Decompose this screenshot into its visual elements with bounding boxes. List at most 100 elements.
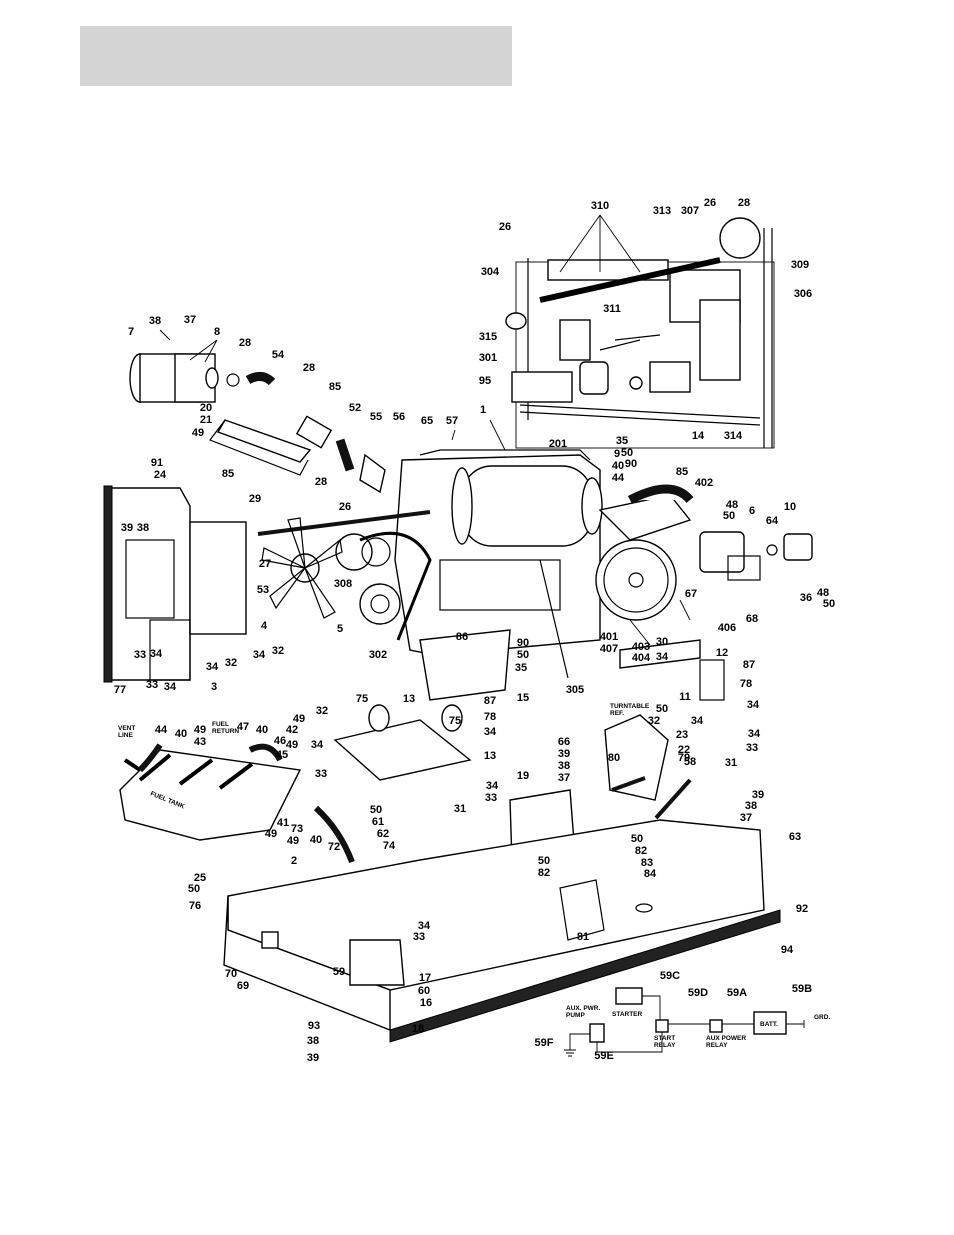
callout-38: 38	[149, 315, 161, 327]
callout-32: 32	[648, 715, 660, 727]
callout-49: 49	[287, 835, 299, 847]
callout-33: 33	[134, 649, 146, 661]
callout-49: 49	[293, 713, 305, 725]
callout-37: 37	[184, 314, 196, 326]
callout-1: 1	[480, 404, 486, 416]
hydraulic-pump	[699, 531, 745, 573]
callout-34: 34	[484, 726, 497, 738]
callout-47: 47	[237, 721, 249, 733]
starter-box	[615, 987, 643, 1005]
mount-brackets-13	[333, 704, 472, 781]
aux-relay-box	[709, 1019, 723, 1033]
fuel-tank-assembly	[119, 743, 355, 864]
callout-80: 80	[608, 752, 620, 764]
callout-87: 87	[484, 695, 496, 707]
callout-34: 34	[418, 920, 431, 932]
callout-311: 311	[603, 303, 621, 315]
callout-21: 21	[200, 414, 212, 426]
callout-41: 41	[277, 817, 289, 829]
callout-50: 50	[517, 649, 529, 661]
callout-60: 60	[418, 985, 430, 997]
header-bar	[80, 26, 512, 86]
callout-33: 33	[146, 679, 158, 691]
wiring-schematic	[564, 987, 805, 1057]
callout-34: 34	[253, 649, 266, 661]
callout-22: 22	[678, 744, 690, 756]
callout-50: 50	[370, 804, 382, 816]
callout-401: 401	[600, 631, 618, 643]
skid-rail-94	[389, 909, 781, 1043]
callout-48: 48	[817, 587, 829, 599]
base-frame	[223, 819, 781, 1043]
callout-314: 314	[724, 430, 743, 442]
callout-34: 34	[656, 651, 669, 663]
start-relay-box	[655, 1019, 669, 1033]
callout-15: 15	[517, 692, 529, 704]
muffler	[461, 465, 593, 547]
callout-39: 39	[307, 1052, 319, 1064]
callout-24: 24	[154, 469, 167, 481]
callout-33: 33	[315, 768, 327, 780]
leader-lines	[159, 214, 691, 646]
callout-18: 18	[412, 1023, 424, 1035]
callout-8: 8	[214, 326, 220, 338]
callout-57: 57	[446, 415, 458, 427]
callout-313: 313	[653, 205, 671, 217]
callout-44: 44	[612, 472, 625, 484]
callout-12: 12	[716, 647, 728, 659]
callout-37: 37	[740, 812, 752, 824]
engine-block	[257, 449, 603, 701]
callout-73: 73	[291, 823, 303, 835]
callout-95: 95	[479, 375, 491, 387]
callout-27: 27	[259, 558, 271, 570]
callout-13: 13	[403, 693, 415, 705]
callout-35: 35	[515, 662, 527, 674]
callout-69: 69	[237, 980, 249, 992]
callout-85: 85	[676, 466, 688, 478]
callout-39: 39	[752, 789, 764, 801]
callout-48: 48	[726, 499, 738, 511]
inset-engine-compartment	[505, 217, 775, 449]
callout-64: 64	[766, 515, 779, 527]
callout-78: 78	[740, 678, 752, 690]
battery-box	[349, 939, 405, 986]
radiator-core	[189, 521, 247, 635]
callout-11: 11	[679, 691, 691, 703]
callout-29: 29	[249, 493, 261, 505]
callout-93: 93	[308, 1020, 320, 1032]
callout-31: 31	[454, 803, 466, 815]
callout-35: 35	[616, 435, 628, 447]
callout-44: 44	[155, 724, 168, 736]
callout-28: 28	[239, 337, 251, 349]
callout-78: 78	[484, 711, 496, 723]
battery-box-schematic	[753, 1011, 787, 1035]
relay-block	[649, 361, 691, 393]
callout-61: 61	[372, 816, 384, 828]
callout-34: 34	[164, 681, 177, 693]
callout-33: 33	[485, 792, 497, 804]
callout-84: 84	[644, 868, 657, 880]
callout-308: 308	[334, 578, 352, 590]
callout-34: 34	[747, 699, 760, 711]
water-pump-pulley	[335, 533, 373, 571]
callout-43: 43	[194, 736, 206, 748]
callout-302: 302	[369, 649, 387, 661]
callout-75: 75	[356, 693, 368, 705]
callout-10: 10	[784, 501, 796, 513]
callout-20: 20	[200, 402, 212, 414]
callout-54: 54	[272, 349, 285, 361]
callout-34: 34	[150, 648, 163, 660]
crank-pulley	[359, 583, 401, 625]
callout-50: 50	[188, 883, 200, 895]
callout-83: 83	[641, 857, 653, 869]
callout-91: 91	[151, 457, 163, 469]
callout-76: 76	[189, 900, 201, 912]
callout-55: 55	[370, 411, 382, 423]
grd-label: GRD.	[814, 1014, 830, 1021]
callout-30: 30	[656, 636, 668, 648]
callout-82: 82	[635, 845, 647, 857]
callout-50: 50	[631, 833, 643, 845]
callout-9: 9	[614, 448, 620, 460]
